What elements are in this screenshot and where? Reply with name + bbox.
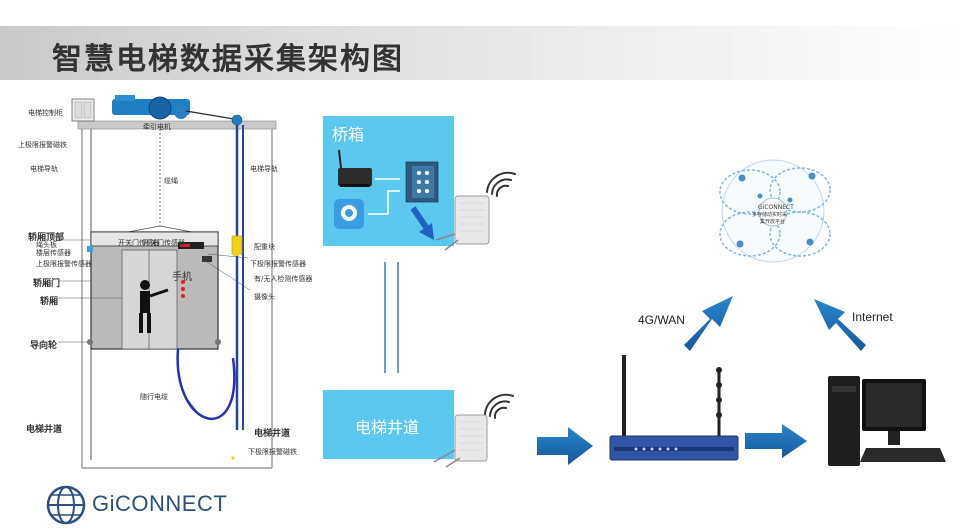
label-door-sensor-2: 开关门传感器 bbox=[143, 239, 185, 247]
page-title: 智慧电梯数据采集架构图 bbox=[52, 42, 404, 77]
label-car-sign: 手机 bbox=[172, 272, 192, 283]
arrow-wan-to-cloud bbox=[684, 296, 733, 351]
label-lower-limit-magnet: 下极限报警磁铁 bbox=[248, 448, 297, 456]
computer-icon bbox=[828, 376, 946, 466]
label-rope: 缆绳 bbox=[164, 177, 178, 185]
label-rope-head: 绳头板 bbox=[36, 241, 57, 249]
label-occupancy-sensor: 有/无人检测传感器 bbox=[254, 275, 313, 283]
label-upper-limit-alarm-magnet: 上极限报警磁铁 bbox=[18, 141, 67, 149]
wifi-icon-car bbox=[486, 171, 516, 197]
label-car: 轿厢 bbox=[40, 297, 59, 307]
elevator-schematic bbox=[58, 95, 277, 469]
cloud-center-line-2: 多存储动实时采 bbox=[752, 212, 788, 218]
label-guide-rail-right: 电梯导轨 bbox=[250, 165, 278, 173]
label-car-top: 轿厢顶部 bbox=[28, 233, 65, 243]
wireless-cpe-icon-car bbox=[435, 195, 490, 251]
car-devices bbox=[334, 149, 516, 251]
car-panel-label: 桥箱 bbox=[332, 125, 365, 144]
camera-icon bbox=[334, 199, 364, 229]
arrow-internet-to-cloud bbox=[814, 299, 866, 351]
label-upper-limit-sensor: 上极限报警传感器 bbox=[36, 260, 92, 268]
label-door-sensor: 开关门传感器 bbox=[118, 239, 160, 247]
cloud-center-line-1: GiCONNECT bbox=[758, 204, 794, 211]
internet-label: Internet bbox=[852, 310, 893, 324]
label-level-sensor: 楼层传感器 bbox=[36, 249, 71, 257]
label-camera: 摄像头 bbox=[254, 293, 275, 301]
cloud-platform-diagram bbox=[719, 159, 831, 263]
shaft-panel bbox=[323, 390, 454, 459]
label-control-cabinet: 电梯控制柜 bbox=[28, 109, 63, 117]
label-guide-rail-left: 电梯导轨 bbox=[30, 165, 58, 173]
label-counterweight: 配重块 bbox=[254, 243, 275, 251]
shaft-devices bbox=[433, 393, 514, 468]
label-shaft-right: 电梯井道 bbox=[254, 429, 291, 439]
dtu-device-icon bbox=[338, 149, 372, 187]
traction-motor-icon bbox=[112, 95, 190, 120]
label-guide-wheel: 导向轮 bbox=[30, 341, 58, 351]
label-travel-cable: 随行电缆 bbox=[140, 393, 168, 401]
flow-arrows bbox=[537, 296, 866, 465]
cloud-center-line-3: 集开放平台 bbox=[760, 219, 786, 225]
label-traction-motor: 牵引电机 bbox=[143, 123, 171, 131]
title-bar bbox=[0, 26, 968, 80]
arrow-router-to-computer bbox=[745, 424, 807, 458]
shaft-panel-label: 电梯井道 bbox=[355, 418, 420, 437]
arrow-shaft-to-router bbox=[537, 427, 593, 465]
router-icon bbox=[609, 355, 739, 461]
wifi-icon-shaft bbox=[484, 393, 514, 419]
label-shaft-left: 电梯井道 bbox=[26, 425, 63, 435]
logo-text: GiCONNECT bbox=[92, 491, 228, 516]
label-lower-limit-sensor: 下极限报警传感器 bbox=[250, 260, 306, 268]
wireless-cpe-icon-shaft bbox=[433, 414, 488, 468]
label-car-door: 轿厢门 bbox=[33, 279, 61, 289]
giconnect-logo-icon bbox=[46, 485, 86, 525]
wan-label: 4G/WAN bbox=[638, 313, 685, 327]
network-switch-icon bbox=[405, 161, 439, 203]
